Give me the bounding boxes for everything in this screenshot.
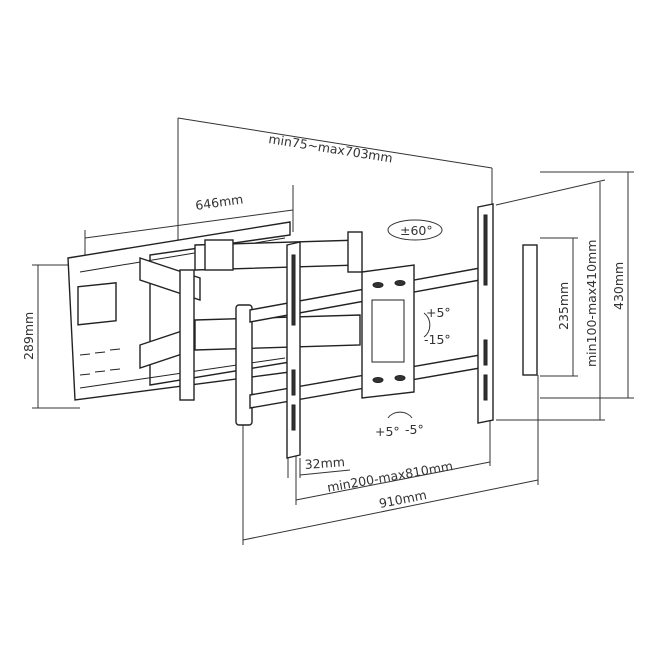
vesa-vertical-label: min100-max410mm [584,240,599,367]
tilt-up-label: +5° [426,305,451,320]
wall-plate-width-label: 646mm [194,191,244,213]
swing-extension-label: min75~max703mm [268,131,394,165]
level-plus-label: +5° [375,424,400,439]
dimension-lines [32,117,634,545]
vesa-horizontal-label: min200-max810mm [326,458,454,495]
tv-bracket-plate [361,264,415,399]
rail-width-label: 32mm [304,454,345,472]
rotation-arrows [387,219,443,419]
wall-plate-height-label: 289mm [21,312,36,360]
level-minus-label: -5° [405,422,424,437]
bracket-inner-height-label: 235mm [556,282,571,330]
vertical-rails [286,203,538,459]
bracket-height-label: 430mm [611,262,626,310]
tilt-down-label: -15° [424,332,451,347]
swivel-label: ±60° [400,223,433,238]
